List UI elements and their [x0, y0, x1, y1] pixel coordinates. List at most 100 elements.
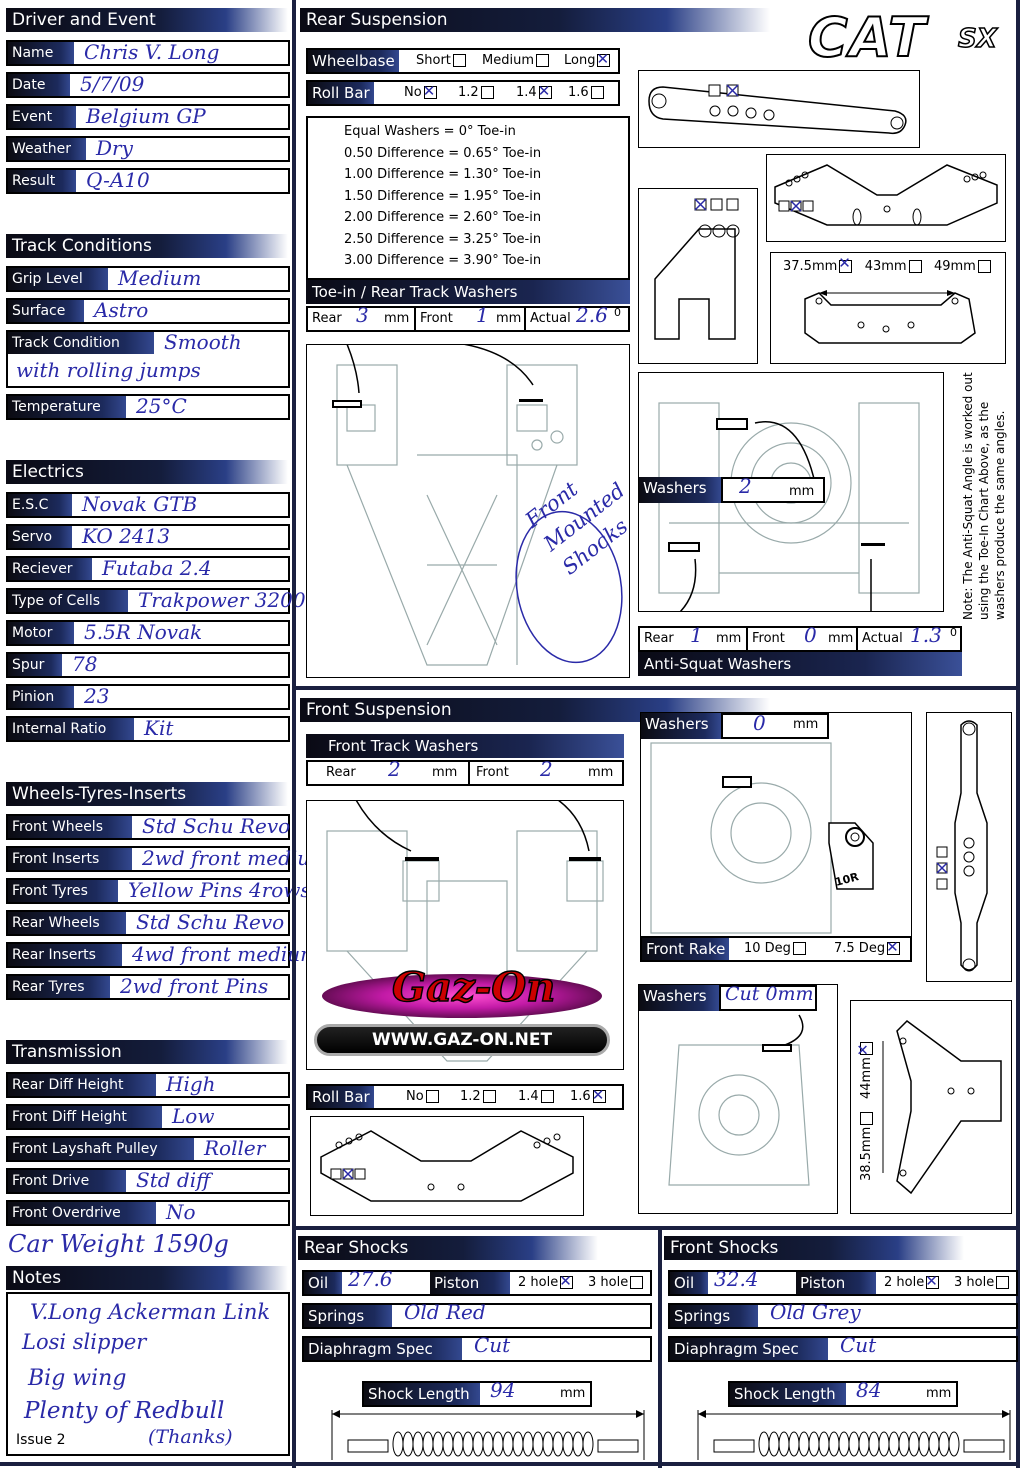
rear_shocks-piston-checkbox[interactable] [630, 1276, 644, 1289]
front-track-row: Rear 2 mm Front 2 mm [306, 757, 624, 786]
wheels-value[interactable]: 4wd front medium [132, 942, 320, 966]
electrics-value[interactable]: 78 [72, 652, 98, 676]
electrics-value[interactable]: Kit [144, 716, 174, 740]
front-rollbar-1-4[interactable]: 1.4 [518, 1086, 554, 1108]
rear-rollbar-1-4[interactable]: 1.4 [516, 80, 552, 104]
wheelbase-short-checkbox[interactable] [452, 54, 466, 67]
electrics-value[interactable]: Novak GTB [82, 492, 198, 516]
front-washers-top-value[interactable]: 0 [753, 711, 766, 735]
rear-rollbar-no[interactable]: No [404, 80, 437, 104]
front_shocks-piston-checkbox[interactable] [996, 1276, 1010, 1289]
front-arm-diagram [926, 712, 1012, 982]
mount-37-5-checkbox[interactable] [838, 254, 853, 273]
rear_shocks-piston-option[interactable]: 2 hole [518, 1270, 574, 1294]
front_shocks-piston-checkbox[interactable] [925, 1270, 940, 1292]
front_shocks-length-value[interactable]: 84 [856, 1378, 882, 1402]
tower-44-checkbox[interactable] [860, 1042, 873, 1056]
electrics-value[interactable]: 5.5R Novak [84, 620, 203, 644]
front_shocks-oil-value[interactable]: 32.4 [714, 1267, 759, 1291]
wheelbase-medium[interactable]: Medium [482, 50, 549, 72]
track-value[interactable]: 25°C [136, 394, 187, 418]
site-url[interactable]: WWW.GAZ-ON.NET [371, 1030, 553, 1050]
rear_shocks-length-value[interactable]: 94 [490, 1378, 516, 1402]
rear-mount-plate-diagram: 37.5mm 43mm 49mm [770, 252, 1006, 364]
front-rollbar-1-4-checkbox[interactable] [540, 1090, 554, 1103]
rear-rollbar-1-2[interactable]: 1.2 [458, 82, 494, 104]
wheels-value[interactable]: Std Schu Revo [136, 910, 285, 934]
rear-rollbar-1-6-checkbox[interactable] [590, 86, 604, 99]
driver-value[interactable]: Dry [96, 136, 133, 160]
wheels-value[interactable]: 2wd front medium [142, 846, 330, 870]
driver-label: Date [8, 74, 70, 96]
as-actual-label: Actual [856, 628, 903, 650]
front-rollbar-1-2[interactable]: 1.2 [460, 1086, 496, 1108]
front-washers-bottom-value[interactable]: Cut 0mm [725, 983, 814, 1005]
electrics-value[interactable]: Trakpower 3200 [138, 588, 306, 612]
front-rake-7-5-checkbox[interactable] [886, 936, 901, 958]
front-rollbar-1-2-checkbox[interactable] [482, 1090, 496, 1103]
rear-rollbar-1-6[interactable]: 1.6 [568, 82, 604, 104]
transmission-value[interactable]: Roller [204, 1136, 266, 1160]
driver-value[interactable]: Chris V. Long [84, 40, 220, 64]
front-rake-10-checkbox[interactable] [792, 942, 806, 955]
toe-actual-value[interactable]: 2.6 [576, 303, 608, 327]
rear_shocks-springs-value[interactable]: Old Red [404, 1300, 486, 1324]
driver-value[interactable]: Belgium GP [86, 104, 206, 128]
ft-front-value[interactable]: 2 [540, 757, 553, 781]
front_shocks-diaphragm-value[interactable]: Cut [840, 1333, 877, 1357]
wheels-value[interactable]: 2wd front Pins [120, 974, 269, 998]
front-washers-top-row: Washers 0 mm [641, 711, 829, 739]
electrics-value[interactable]: Futaba 2.4 [102, 556, 212, 580]
wheelbase-short[interactable]: Short [416, 50, 466, 72]
as-actual-value[interactable]: 1.3 [910, 623, 942, 647]
mount-49-checkbox[interactable] [977, 260, 991, 273]
track-value-line2[interactable]: with rolling jumps [16, 358, 201, 382]
rear_shocks-piston-checkbox[interactable] [559, 1270, 574, 1292]
as-rear-value[interactable]: 1 [690, 623, 703, 647]
front-rollbar-no[interactable]: No [406, 1086, 439, 1108]
toe-front-value[interactable]: 1 [476, 303, 489, 327]
driver-value[interactable]: Q-A10 [86, 168, 150, 192]
rear_shocks-piston-option[interactable]: 3 hole [588, 1272, 644, 1294]
toe-actual-label: Actual [524, 308, 571, 330]
front-rake-10[interactable]: 10 Deg [744, 938, 806, 960]
transmission-value[interactable]: High [166, 1072, 216, 1096]
front-rollbar-1-6-checkbox[interactable] [592, 1084, 606, 1106]
wheelbase-long-checkbox[interactable] [596, 48, 611, 70]
transmission-value[interactable]: Std diff [136, 1168, 211, 1192]
track-value[interactable]: Smooth [164, 330, 242, 354]
tower-38-5-checkbox[interactable] [860, 1111, 873, 1125]
wheelbase-medium-checkbox[interactable] [535, 54, 549, 67]
front_shocks-piston-option[interactable]: 2 hole [884, 1270, 940, 1294]
driver-value[interactable]: 5/7/09 [80, 72, 145, 96]
rear-rollbar-no-checkbox[interactable] [423, 80, 437, 102]
rear_shocks-oil-value[interactable]: 27.6 [348, 1267, 393, 1291]
wheels-value[interactable]: Yellow Pins 4rows [128, 878, 311, 902]
front_shocks-piston-option[interactable]: 3 hole [954, 1272, 1010, 1294]
transmission-value[interactable]: Low [172, 1104, 215, 1128]
rear-rollbar-1-2-checkbox[interactable] [480, 86, 494, 99]
front-rake-7-5[interactable]: 7.5 Deg [834, 936, 901, 960]
front-rollbar-1-6[interactable]: 1.6 [570, 1084, 606, 1108]
wheels-label: Front Tyres [8, 880, 118, 902]
wheels-value[interactable]: Std Schu Revo [142, 814, 291, 838]
front-rollbar-no-checkbox[interactable] [425, 1090, 439, 1103]
electrics-value[interactable]: 23 [84, 684, 110, 708]
track-value[interactable]: Astro [94, 298, 149, 322]
transmission-value[interactable]: No [166, 1200, 196, 1224]
ft-rear-value[interactable]: 2 [388, 757, 401, 781]
track-value[interactable]: Medium [118, 266, 202, 290]
wheelbase-long[interactable]: Long [564, 48, 611, 72]
mount-43-checkbox[interactable] [908, 260, 922, 273]
rear-rollbar-1-4-checkbox[interactable] [538, 80, 552, 102]
anti-squat-washers-value[interactable]: 2 [739, 474, 752, 498]
electrics-value[interactable]: KO 2413 [82, 524, 171, 548]
toe-rear-value[interactable]: 3 [356, 303, 369, 327]
front_shocks-springs-value[interactable]: Old Grey [770, 1300, 861, 1324]
as-front-value[interactable]: 0 [804, 623, 817, 647]
rear_shocks-diaphragm-value[interactable]: Cut [474, 1333, 511, 1357]
